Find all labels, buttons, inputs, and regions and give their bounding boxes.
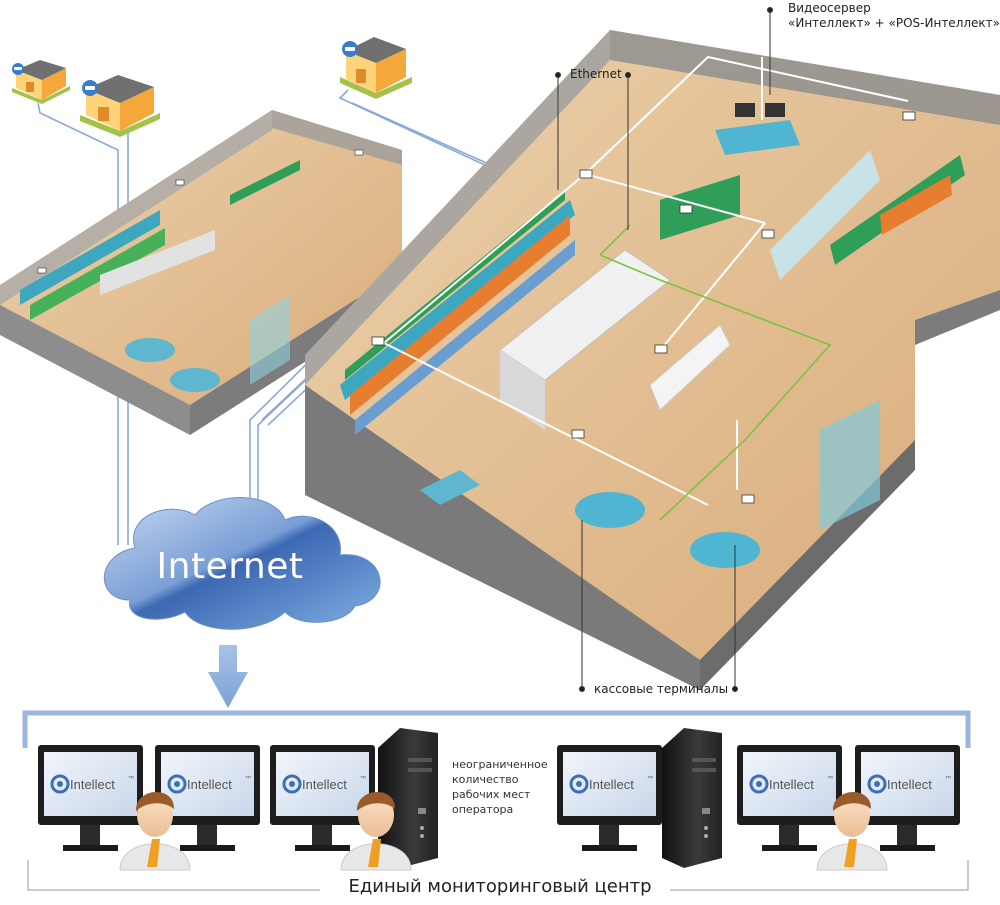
down-arrow-icon	[208, 645, 248, 708]
callout-lines	[555, 7, 773, 692]
videoserver-label-line1: Видеосервер	[788, 1, 871, 15]
small-store-front-wall	[0, 305, 190, 435]
camera-icon	[741, 494, 755, 504]
intellect-logo-icon	[50, 774, 70, 794]
operator-avatar-icon	[816, 791, 888, 871]
camera-icon	[579, 169, 593, 179]
svg-text:™: ™	[945, 775, 951, 782]
remote-store-3	[340, 37, 412, 99]
intellect-brand-text: Intellect	[769, 777, 814, 792]
camera-icon	[761, 229, 775, 239]
svg-text:™: ™	[245, 775, 251, 782]
intellect-brand-text: Intellect	[187, 777, 232, 792]
ethernet-network	[383, 55, 909, 506]
monitoring-center-title-text: Единый мониторинговый центр	[338, 876, 662, 897]
monitor: Intellect ™	[737, 745, 842, 851]
operator-avatar-icon	[340, 791, 412, 871]
svg-text:™: ™	[827, 775, 833, 782]
monitor: Intellect ™	[155, 745, 260, 851]
checkout-1	[575, 492, 645, 528]
monitor: Intellect ™	[855, 745, 960, 851]
server-tower-icon	[662, 728, 722, 868]
server-tower-icon	[378, 728, 438, 868]
intellect-brand-text: Intellect	[589, 777, 634, 792]
small-store	[0, 110, 402, 435]
camera-icon	[571, 429, 585, 439]
svg-text:™: ™	[360, 775, 366, 782]
internet-label: Internet	[156, 546, 304, 587]
operators-note-label: неограниченное количество рабочих мест о…	[452, 758, 548, 816]
camera-icon	[902, 111, 916, 121]
camera-icon	[679, 204, 693, 214]
pos-terminals-label: кассовые терминалы	[594, 682, 729, 696]
intellect-logo-icon	[167, 774, 187, 794]
camera-icon	[654, 344, 668, 354]
intellect-brand-text: Intellect	[70, 777, 115, 792]
intellect-logo-icon	[282, 774, 302, 794]
ethernet-label: Ethernet	[570, 67, 622, 81]
monitor: Intellect ™	[270, 745, 375, 851]
monitor: Intellect ™	[38, 745, 143, 851]
remote-store-1	[12, 60, 70, 104]
checkout-2	[690, 532, 760, 568]
main-store-back-wall-left	[305, 30, 610, 385]
intellect-brand-text: Intellect	[887, 777, 932, 792]
monitoring-bracket-bottom	[27, 860, 969, 891]
workstations: Intellect ™ Intellect ™ Intellect ™ Intellect ™…	[38, 728, 960, 871]
intellect-logo-icon	[569, 774, 589, 794]
main-store-entrance	[820, 400, 880, 530]
intellect-brand-text: Intellect	[302, 777, 347, 792]
svg-text:™: ™	[647, 775, 653, 782]
camera-icon	[371, 336, 385, 346]
cameras	[371, 111, 916, 504]
svg-text:™: ™	[128, 775, 134, 782]
monitor: Intellect ™	[557, 745, 662, 851]
internet-cloud	[103, 497, 381, 630]
monitoring-center-title: Единый мониторинговый центр	[0, 876, 1000, 897]
monitoring-bracket-top	[22, 710, 971, 748]
small-store-checkout	[125, 338, 175, 362]
intellect-logo-icon	[749, 774, 769, 794]
server-desk	[715, 120, 800, 155]
intellect-logo-icon	[867, 774, 887, 794]
small-store-back-wall	[0, 110, 272, 305]
small-store-shelf	[20, 210, 160, 305]
pos-network	[599, 224, 832, 521]
main-store-fridge	[770, 150, 880, 280]
operator-avatar-icon	[119, 791, 191, 871]
main-store-front-wall-left	[305, 385, 700, 690]
videoserver-label-line2: «Интеллект» + «POS-Интеллект»	[788, 16, 1000, 30]
remote-store-2	[80, 75, 160, 137]
main-store	[305, 30, 1000, 690]
